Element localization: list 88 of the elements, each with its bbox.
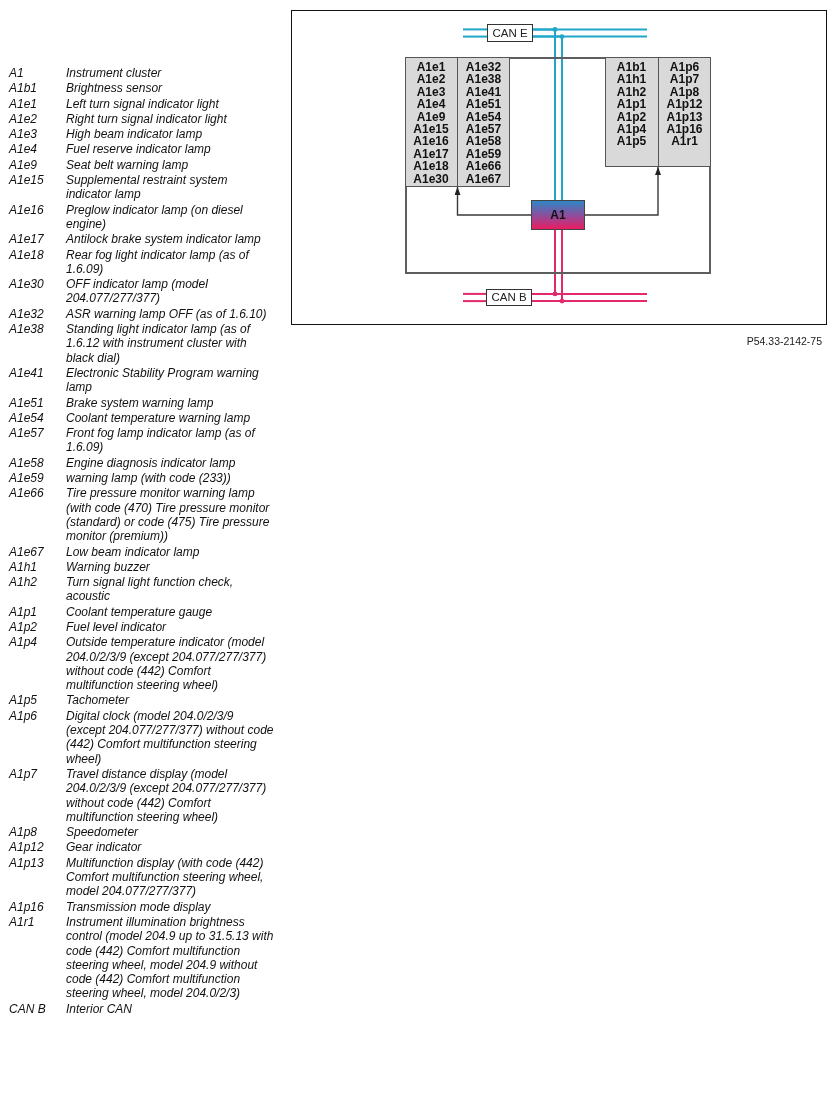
bus-tag xyxy=(487,24,533,42)
unit-code: A1 xyxy=(550,208,566,222)
part-code: A1e15 xyxy=(9,173,44,188)
arrow xyxy=(584,166,661,216)
part-description: Engine diagnosis indicator lamp xyxy=(66,455,236,470)
part-description: Low beam indicator lamp xyxy=(66,544,200,559)
part-code: A1e3 xyxy=(9,127,38,142)
part-description: Fuel level indicator xyxy=(66,620,167,635)
part-description: Supplemental restraint system indicator lamp xyxy=(66,173,229,202)
part-description: Outside temperature indicator (model 204.0/2/3/9 (except 204.077/277/377) without code (442) Comfort multifunction steering wheel) xyxy=(66,635,268,693)
part-description: Multifunction display (with code (442) Comfort multifunction steering wheel, model 204.077/277/377) xyxy=(66,855,265,899)
part-description: Coolant temperature warning lamp xyxy=(66,410,251,426)
component-list-panel xyxy=(605,57,711,167)
part-description: Electronic Stability Program warning lamp xyxy=(66,365,260,395)
part-description: Turn signal light function check, acoustic xyxy=(66,575,235,604)
part-description: Travel distance display (model 204.0/2/3/9 (except 204.077/277/377) without code (442) Comfort multifunction steering wheel) xyxy=(66,766,268,825)
part-code: A1e1 xyxy=(9,96,38,111)
part-code: A1e9 xyxy=(9,157,38,173)
part-description: Transmission mode display xyxy=(66,899,211,914)
part-code: A1e16 xyxy=(9,202,44,217)
arrow xyxy=(454,186,532,216)
control-unit-block xyxy=(531,200,585,230)
part-code: A1e32 xyxy=(9,306,44,322)
part-description: OFF indicator lamp (model 204.077/277/377) xyxy=(66,277,209,306)
part-code: A1p7 xyxy=(9,766,38,782)
part-description: Brightness sensor xyxy=(66,81,163,96)
part-description: Gear indicator xyxy=(66,840,142,855)
part-description: Left turn signal indicator light xyxy=(66,96,219,111)
bus-tag xyxy=(486,289,532,306)
part-description: Tire pressure monitor warning lamp (with code (470) Tire pressure monitor (standard) or code (475) Tire pressure monitor (premium)) xyxy=(66,486,271,544)
part-description: Seat belt warning lamp xyxy=(66,157,189,173)
part-code: A1e38 xyxy=(9,322,44,337)
part-description: Right turn signal indicator light xyxy=(66,111,227,127)
part-code: A1e59 xyxy=(9,471,44,486)
part-description: warning lamp (with code (233)) xyxy=(66,471,231,486)
component-code-list: A1p6 A1p7 A1p8 A1p12 A1p13 A1p16 A1r1 xyxy=(666,61,703,148)
part-description: Rear fog light indicator lamp (as of 1.6.09) xyxy=(66,247,251,277)
part-code: A1e30 xyxy=(9,277,44,292)
part-description: High beam indicator lamp xyxy=(66,127,203,142)
part-description: Tachometer xyxy=(66,693,129,708)
part-code: A1p13 xyxy=(9,855,44,871)
part-code: A1p5 xyxy=(9,693,38,708)
part-code: A1p4 xyxy=(9,635,38,650)
component-code-list: A1e32 A1e38 A1e41 A1e51 A1e54 A1e57 A1e58 A1e59 A1e66 A1e67 xyxy=(465,61,502,186)
part-description: Preglow indicator lamp (on diesel engine) xyxy=(66,202,244,232)
part-code: A1p16 xyxy=(9,899,44,914)
part-code: A1e54 xyxy=(9,410,44,426)
part-code: A1e66 xyxy=(9,486,44,501)
part-description: Brake system warning lamp xyxy=(66,395,214,410)
part-code: A1h1 xyxy=(9,559,38,575)
cluster-outline xyxy=(405,57,711,274)
part-code: A1p6 xyxy=(9,708,38,724)
component-code-list: A1b1 A1h1 A1h2 A1p1 A1p2 A1p4 A1p5 xyxy=(616,61,647,148)
part-code: A1p1 xyxy=(9,604,38,619)
bus-name: CAN E xyxy=(492,26,528,40)
part-code: A1e51 xyxy=(9,395,44,410)
part-code: A1b1 xyxy=(9,81,38,96)
part-description: Digital clock (model 204.0/2/3/9 (except 204.077/277/377) without code (442) Comfort multifunction steering wheel) xyxy=(66,708,274,766)
part-description: Interior CAN xyxy=(66,1001,133,1016)
part-description: Instrument illumination brightness control (model 204.9 up to 31.5.13 with code (442) Comfort multifunction steering wheel, model 204.9 without code (442) Comfort multifunction steering wheel, model 204.0/2/3) xyxy=(66,914,274,1001)
part-description: Standing light indicator lamp (as of 1.6.12 with instrument cluster with black dial) xyxy=(66,322,252,365)
part-description: ASR warning lamp OFF (as of 1.6.10) xyxy=(66,306,267,322)
bus-name: CAN B xyxy=(491,291,527,304)
part-code: A1e17 xyxy=(9,232,44,247)
part-code: A1e2 xyxy=(9,111,38,127)
part-code: A1e18 xyxy=(9,247,44,262)
part-code: A1e57 xyxy=(9,426,44,441)
part-code: CAN B xyxy=(9,1001,46,1016)
component-list-panel xyxy=(405,57,510,187)
part-code: A1r1 xyxy=(9,914,35,930)
part-code: A1e58 xyxy=(9,455,44,470)
part-description: Fuel reserve indicator lamp xyxy=(66,142,211,157)
part-description: Coolant temperature gauge xyxy=(66,604,213,619)
part-description: Speedometer xyxy=(66,825,139,840)
part-code: A1e4 xyxy=(9,142,38,157)
part-code: A1e41 xyxy=(9,365,44,381)
part-description: Warning buzzer xyxy=(66,559,150,575)
part-description: Antilock brake system indicator lamp xyxy=(66,232,261,247)
part-code: A1h2 xyxy=(9,575,38,590)
figure-number: P54.33-2142-75 xyxy=(746,335,822,348)
part-code: A1 xyxy=(9,66,24,81)
part-description: Front fog lamp indicator lamp (as of 1.6.09) xyxy=(66,426,257,455)
part-code: A1p8 xyxy=(9,825,38,840)
part-code: A1e67 xyxy=(9,544,44,559)
part-description: Instrument cluster xyxy=(66,66,162,81)
part-code: A1p12 xyxy=(9,840,44,855)
part-code: A1p2 xyxy=(9,620,38,635)
component-code-list: A1e1 A1e2 A1e3 A1e4 A1e9 A1e15 A1e16 A1e17 A1e18 A1e30 xyxy=(413,61,449,186)
